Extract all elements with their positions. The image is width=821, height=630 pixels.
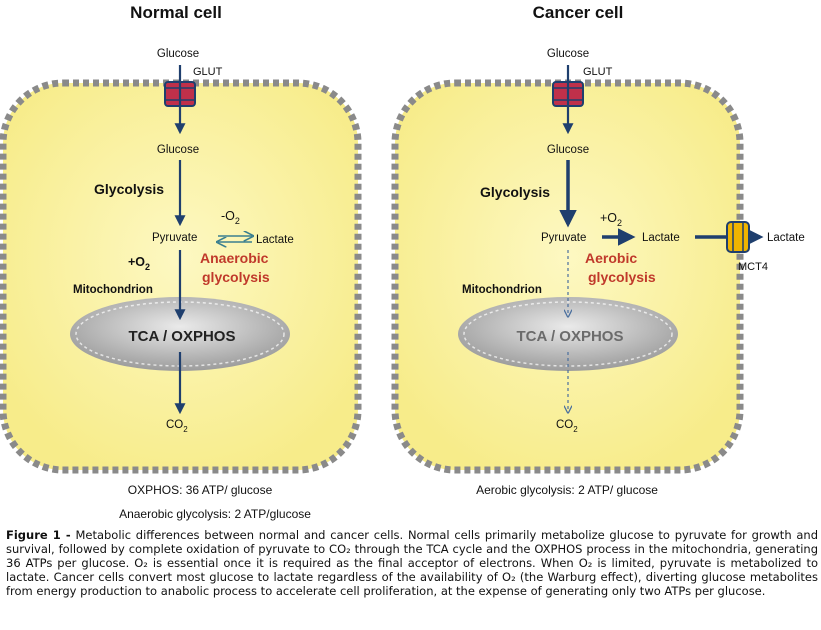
normal-anaerobic-label: Anaerobic: [200, 250, 269, 266]
mct4-transporter-icon: [726, 221, 750, 253]
figure-caption-text: Metabolic differences between normal and…: [6, 528, 818, 598]
normal-minus-o2: -O2: [221, 209, 240, 226]
normal-mitochondrion-label: Mitochondrion: [73, 284, 153, 296]
normal-co2: CO2: [166, 419, 188, 434]
cancer-aerobic-label: Aerobic: [585, 250, 637, 266]
figure-caption: Figure 1 - Metabolic differences between…: [6, 528, 818, 598]
normal-glucose-inside: Glucose: [157, 144, 199, 156]
mct4-label: MCT4: [738, 261, 768, 273]
cancer-aerobic-label-2: glycolysis: [588, 269, 656, 285]
cancer-atp-aerobic: Aerobic glycolysis: 2 ATP/ glucose: [476, 483, 658, 497]
normal-membrane: [0, 79, 362, 474]
normal-atp-anaerobic: Anaerobic glycolysis: 2 ATP/glucose: [119, 507, 311, 521]
figure-caption-label: Figure 1 -: [6, 528, 71, 542]
metabolism-diagram: Normal cell Glucose GLUT Glucose Glycoly…: [0, 3, 805, 521]
cancer-glut-label: GLUT: [583, 66, 613, 78]
cancer-cell: Cancer cell Glucose GLUT Glucose Glycoly…: [391, 3, 805, 497]
cancer-cell-title: Cancer cell: [533, 3, 624, 22]
cancer-tca-label: TCA / OXPHOS: [517, 328, 624, 345]
cancer-plus-o2: +O2: [600, 211, 622, 228]
cancer-lactate-outside: Lactate: [767, 232, 805, 244]
cancer-glucose-inside: Glucose: [547, 144, 589, 156]
cancer-co2: CO2: [556, 419, 578, 434]
cancer-pyruvate: Pyruvate: [541, 232, 586, 244]
normal-mitochondrion: [70, 297, 290, 371]
normal-glycolysis-label: Glycolysis: [94, 181, 164, 197]
normal-glucose-outside: Glucose: [157, 48, 199, 60]
normal-anaerobic-label-2: glycolysis: [202, 269, 270, 285]
cancer-lactate: Lactate: [642, 232, 680, 244]
cancer-mitochondrion-label: Mitochondrion: [462, 284, 542, 296]
normal-glut-label: GLUT: [193, 66, 223, 78]
normal-cell-title: Normal cell: [130, 3, 222, 22]
normal-tca-label: TCA / OXPHOS: [129, 328, 236, 345]
normal-lactate: Lactate: [256, 234, 294, 246]
normal-cell: Normal cell Glucose GLUT Glucose Glycoly…: [0, 3, 362, 521]
normal-pyruvate: Pyruvate: [152, 232, 197, 244]
cancer-glucose-outside: Glucose: [547, 48, 589, 60]
normal-plus-o2: +O2: [128, 255, 150, 272]
cancer-mitochondrion: [458, 297, 678, 371]
normal-atp-oxphos: OXPHOS: 36 ATP/ glucose: [128, 483, 273, 497]
cancer-glycolysis-label: Glycolysis: [480, 184, 550, 200]
